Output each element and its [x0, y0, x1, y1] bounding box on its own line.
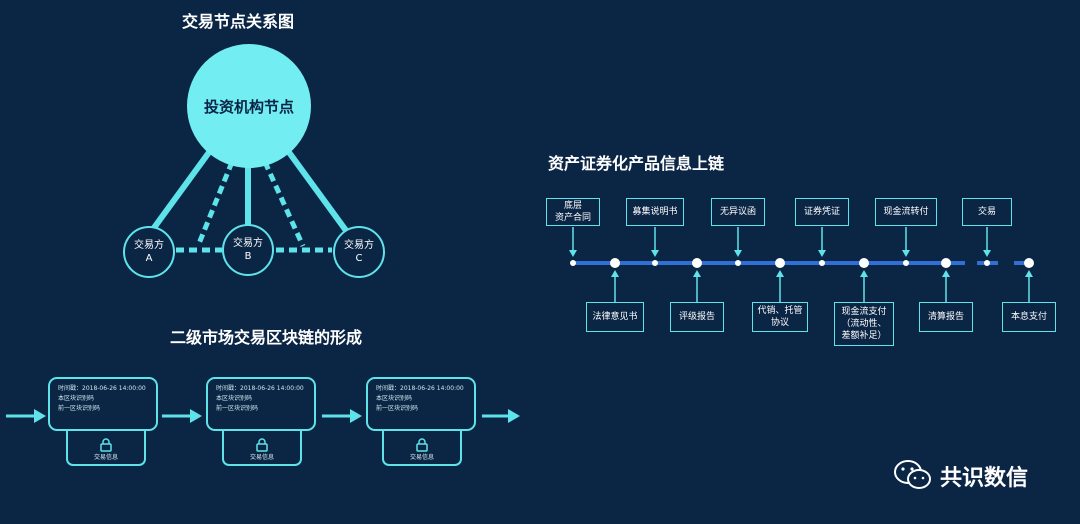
- dashed-link-a: [195, 161, 235, 247]
- timeline-top-item-1: 底层 资产合同: [546, 198, 600, 226]
- timeline-dot: [652, 260, 658, 266]
- party-c-node: 交易方 C: [333, 226, 385, 278]
- dashed-link-c: [262, 160, 306, 248]
- block-1-timestamp: 时间戳：2018-06-26 14:00:00: [58, 385, 146, 392]
- block-3: 时间戳：2018-06-26 14:00:00 本区块识别码 前一区块识别码: [366, 377, 476, 431]
- timeline-dot: [1024, 258, 1034, 268]
- block-1-hash: 本区块识别码: [58, 395, 95, 402]
- timeline-bottom-item-3: 代销、托管 协议: [752, 302, 808, 332]
- relationship-links: [145, 138, 353, 253]
- party-b-label: 交易方: [233, 238, 263, 249]
- timeline-bottom-item-4: 现金流支付 （流动性、 差额补足）: [834, 302, 894, 346]
- blockchain-title: 二级市场交易区块链的形成: [170, 328, 363, 347]
- block-1-prev-hash: 前一区块识别码: [58, 405, 101, 412]
- timeline-top-item-5: 现金流转付: [875, 198, 937, 226]
- timeline-bottom-item-6: 本息支付: [1002, 302, 1056, 332]
- chain-arrow-head: [350, 409, 362, 423]
- timeline-dot: [819, 260, 825, 266]
- relationship-title: 交易节点关系图: [182, 12, 295, 31]
- block-3-prev-hash: 前一区块识别码: [376, 405, 419, 412]
- timeline-bottom-item-5: 清算报告: [919, 302, 973, 332]
- block-2-hash: 本区块识别码: [216, 395, 253, 402]
- timeline-bottom-item-1: 法律意见书: [586, 302, 644, 332]
- timeline-top-item-4: 证券凭证: [795, 198, 849, 226]
- party-b-letter: B: [244, 251, 252, 262]
- timeline-top-item-2: 募集说明书: [626, 198, 684, 226]
- timeline-dot: [610, 258, 620, 268]
- abs-chain-title: 资产证券化产品信息上链: [548, 154, 725, 173]
- chain-arrow-head: [190, 409, 202, 423]
- block-3-timestamp: 时间戳：2018-06-26 14:00:00: [376, 385, 464, 392]
- block-1-tab-label: 交易信息: [93, 454, 118, 461]
- block-2-prev-hash: 前一区块识别码: [216, 405, 259, 412]
- block-1-tab: 交易信息: [66, 424, 146, 466]
- timeline-dot: [859, 258, 869, 268]
- block-3-hash: 本区块识别码: [376, 395, 413, 402]
- party-b-node: 交易方 B: [222, 224, 274, 276]
- block-2-tab: 交易信息: [222, 424, 302, 466]
- timeline-dot: [941, 258, 951, 268]
- timeline: [569, 227, 1034, 302]
- watermark-brand: 共识数信: [940, 466, 1029, 491]
- block-1: 时间戳：2018-06-26 14:00:00 本区块识别码 前一区块识别码: [48, 377, 158, 431]
- party-a-label: 交易方: [134, 240, 164, 251]
- block-3-tab-label: 交易信息: [409, 454, 434, 461]
- timeline-dot: [775, 258, 785, 268]
- lock-icon: [256, 438, 268, 452]
- chain-arrows: [6, 409, 520, 423]
- timeline-top-item-6: 交易: [962, 198, 1012, 226]
- wechat-icon: [894, 460, 931, 489]
- timeline-top-item-3: 无异议函: [711, 198, 765, 226]
- timeline-bottom-item-2: 评级报告: [670, 302, 724, 332]
- block-2-timestamp: 时间戳：2018-06-26 14:00:00: [216, 385, 304, 392]
- lock-icon: [416, 438, 428, 452]
- chain-arrow-head: [34, 409, 46, 423]
- timeline-dot: [903, 260, 909, 266]
- block-2-tab-label: 交易信息: [249, 454, 274, 461]
- party-c-letter: C: [355, 253, 363, 264]
- timeline-dot: [570, 260, 576, 266]
- link-center-a: [145, 138, 221, 238]
- timeline-dot: [984, 260, 990, 266]
- investor-node: 投资机构节点: [187, 44, 311, 168]
- link-center-c: [277, 138, 353, 238]
- party-a-letter: A: [145, 253, 153, 264]
- timeline-dot: [692, 258, 702, 268]
- chain-arrow-head: [508, 409, 520, 423]
- party-a-node: 交易方 A: [123, 226, 175, 278]
- block-2: 时间戳：2018-06-26 14:00:00 本区块识别码 前一区块识别码: [206, 377, 316, 431]
- block-3-tab: 交易信息: [382, 424, 462, 466]
- timeline-dot: [735, 260, 741, 266]
- party-c-label: 交易方: [344, 240, 374, 251]
- lock-icon: [100, 438, 112, 452]
